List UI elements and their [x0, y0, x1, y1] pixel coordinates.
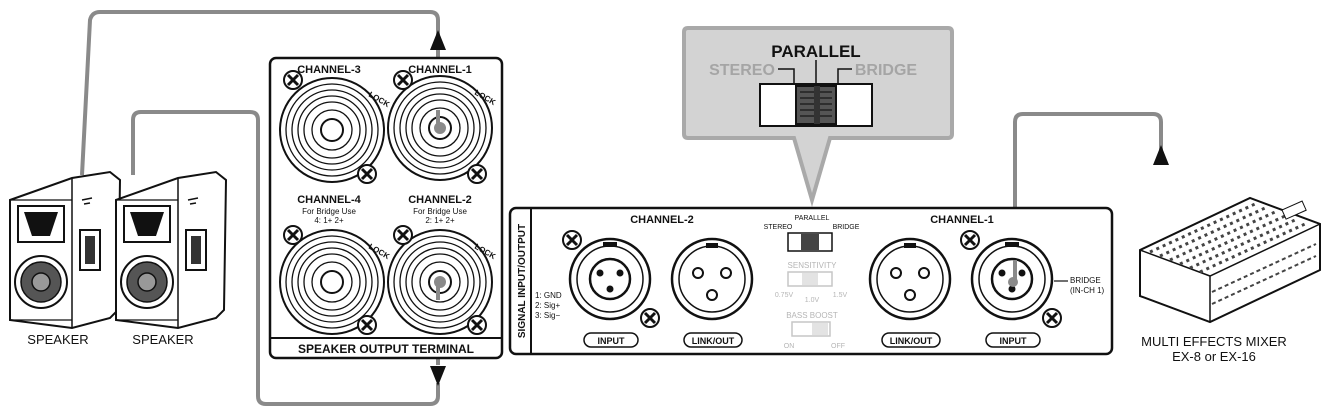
mixer-label-line2: EX-8 or EX-16 — [1172, 349, 1256, 364]
pin-label: 2: Sig+ — [535, 301, 560, 310]
channel-1-title: CHANNEL-1 — [408, 64, 472, 76]
speaker-left-label: SPEAKER — [27, 332, 88, 347]
mode-switch-top-label: PARALLEL — [795, 215, 830, 222]
mixer-label-line1: MULTI EFFECTS MIXER — [1141, 334, 1287, 349]
jack-label-linkout-ch2: LINK/OUT — [692, 336, 735, 346]
screw-icon — [639, 307, 661, 329]
speaker-left-icon — [9, 171, 121, 329]
screw-icon — [392, 69, 414, 91]
sensitivity-high: 1.5V — [833, 292, 848, 299]
screw-icon — [959, 229, 981, 251]
jack-label-linkout-ch1: LINK/OUT — [890, 336, 933, 346]
screw-icon — [392, 224, 414, 246]
sensitivity-mid: 1.0V — [805, 297, 820, 304]
xlr-link-out-channel-2[interactable] — [670, 237, 754, 321]
speaker-right-icon — [115, 171, 227, 329]
bridge-note: BRIDGE — [1070, 276, 1101, 285]
channel-4-title: CHANNEL-4 — [297, 194, 361, 206]
signal-channel-1-title: CHANNEL-1 — [930, 214, 994, 226]
screw-icon — [356, 314, 378, 336]
arrow-up-mixer-icon — [1153, 145, 1169, 165]
bass-boost-off: OFF — [831, 343, 845, 350]
pin-label: 1: GND — [535, 291, 562, 300]
jack-label-input-ch2: INPUT — [598, 336, 626, 346]
signal-side-label: SIGNAL INPUT/OUTPUT — [517, 224, 528, 338]
screw-icon — [282, 69, 304, 91]
combo-input-channel-2[interactable] — [568, 237, 652, 321]
arrow-up-icon — [430, 30, 446, 50]
mode-switch-callout: PARALLEL STEREO BRIDGE — [682, 26, 954, 208]
channel-4-sub2: 4: 1+ 2+ — [314, 216, 344, 225]
signal-panel: SIGNAL INPUT/OUTPUT CHANNEL-2 CHANNEL-1 … — [508, 206, 1114, 356]
screw-icon — [1041, 307, 1063, 329]
screw-icon — [282, 224, 304, 246]
mode-switch-right-label: BRIDGE — [833, 224, 860, 231]
screw-icon — [466, 163, 488, 185]
speaker-right-label: SPEAKER — [132, 332, 193, 347]
callout-right: BRIDGE — [855, 62, 918, 79]
callout-title: PARALLEL — [771, 42, 860, 61]
channel-2-sub2: 2: 1+ 2+ — [425, 216, 455, 225]
screw-icon — [466, 314, 488, 336]
mode-switch-large[interactable] — [795, 85, 837, 125]
cable-mixer-input — [1013, 112, 1163, 275]
sensitivity-title: SENSITIVITY — [788, 261, 838, 270]
bridge-note-sub: (IN-CH 1) — [1070, 286, 1105, 295]
signal-channel-2-title: CHANNEL-2 — [630, 214, 694, 226]
speaker-output-panel: SPEAKER OUTPUT TERMINAL CHANNEL-3 CHANNE… — [268, 56, 504, 360]
channel-4-sub1: For Bridge Use — [302, 207, 356, 216]
screw-icon — [561, 229, 583, 251]
sensitivity-low: 0.75V — [775, 292, 794, 299]
callout-left: STEREO — [709, 62, 775, 79]
mixer-icon — [1139, 196, 1321, 324]
bass-boost-on: ON — [784, 343, 795, 350]
screw-icon — [356, 163, 378, 185]
channel-2-title: CHANNEL-2 — [408, 194, 472, 206]
mode-switch-left-label: STEREO — [764, 224, 793, 231]
mode-switch-small[interactable] — [801, 234, 819, 250]
jack-label-input-ch1: INPUT — [1000, 336, 1028, 346]
xlr-link-out-channel-1[interactable] — [868, 237, 952, 321]
bass-boost-title: BASS BOOST — [786, 311, 838, 320]
channel-2-sub1: For Bridge Use — [413, 207, 467, 216]
arrow-down-icon — [430, 366, 446, 386]
pin-label: 3: Sig− — [535, 311, 560, 320]
channel-3-title: CHANNEL-3 — [297, 64, 361, 76]
speaker-output-footer: SPEAKER OUTPUT TERMINAL — [298, 342, 474, 356]
